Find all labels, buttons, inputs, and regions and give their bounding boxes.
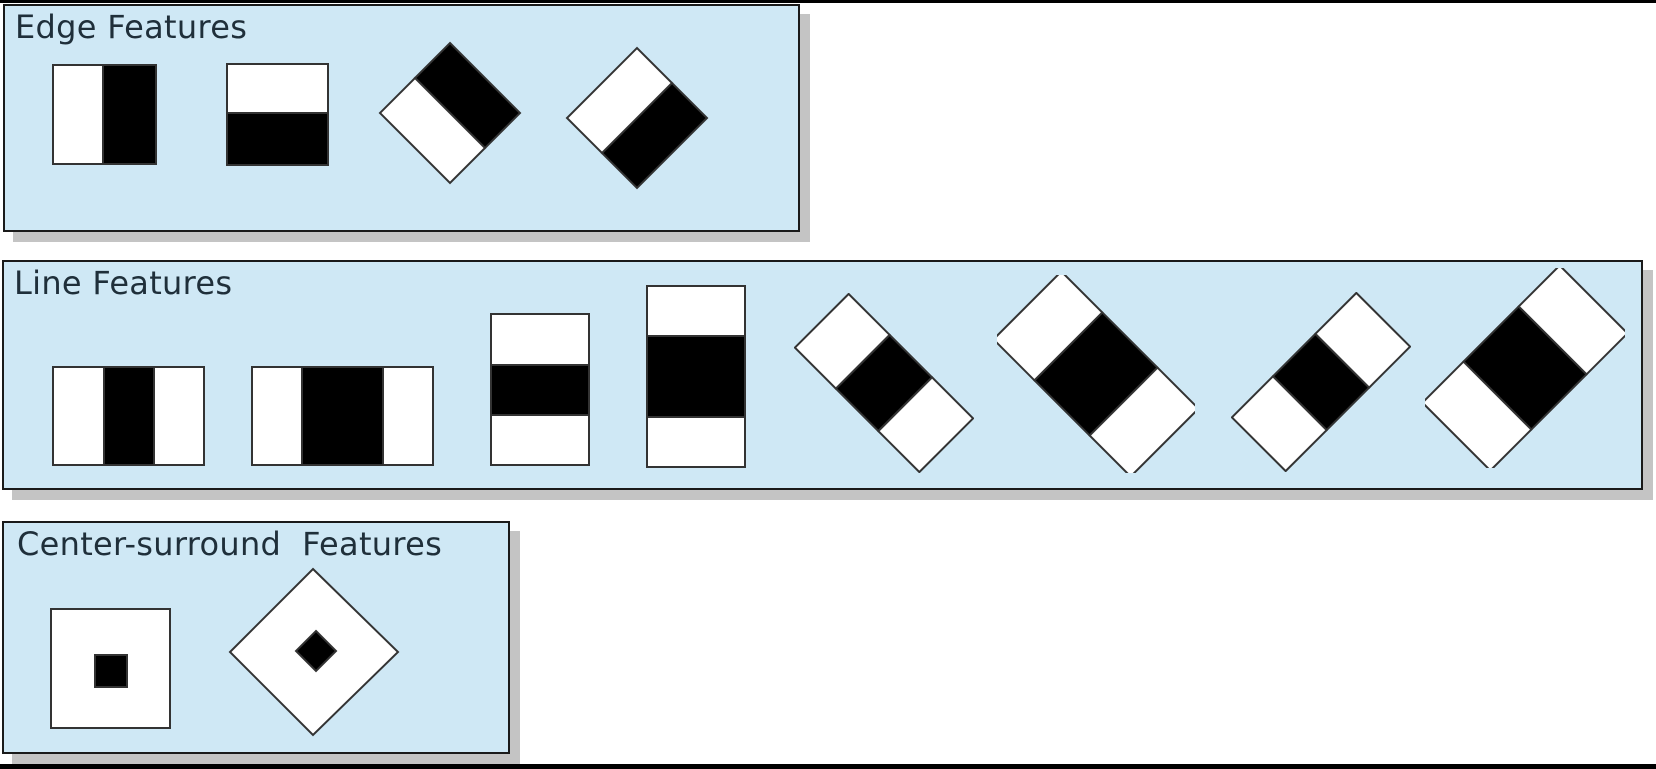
line-diagonal-wide-feature-a <box>997 275 1195 473</box>
bottom-border <box>0 764 1656 769</box>
center-surround-diamond-feature <box>228 567 400 737</box>
line-features-title: Line Features <box>14 264 233 302</box>
center-surround-features-title: Center-surround Features <box>17 525 443 563</box>
edge-vertical-feature <box>52 64 157 165</box>
top-border <box>0 0 1656 3</box>
line-vertical-thin-feature <box>52 366 205 466</box>
line-diagonal-thin-feature-b <box>1231 292 1411 472</box>
edge-diagonal-feature-b <box>565 46 709 190</box>
line-horizontal-thin-feature <box>490 313 590 466</box>
line-diagonal-wide-feature-b <box>1425 268 1625 468</box>
center-surround-square-feature <box>50 608 171 729</box>
edge-horizontal-feature <box>226 63 329 166</box>
line-diagonal-thin-feature-a <box>794 293 974 473</box>
edge-diagonal-feature-a <box>378 41 522 185</box>
edge-features-title: Edge Features <box>15 8 248 46</box>
line-horizontal-wide-feature <box>646 285 746 468</box>
line-vertical-wide-feature <box>251 366 434 466</box>
